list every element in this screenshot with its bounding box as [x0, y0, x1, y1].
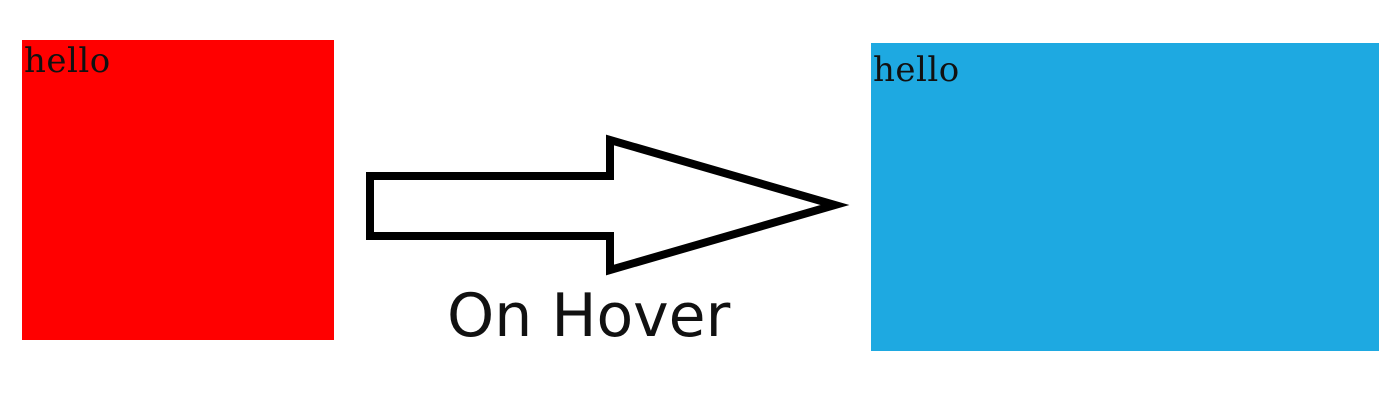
before-box-text: hello — [24, 41, 111, 81]
before-box: hello — [22, 40, 334, 340]
on-hover-caption: On Hover — [447, 281, 731, 351]
after-box: hello — [871, 43, 1379, 351]
after-box-text: hello — [873, 50, 960, 90]
right-arrow-icon — [366, 134, 850, 276]
arrow-shape — [366, 134, 850, 276]
